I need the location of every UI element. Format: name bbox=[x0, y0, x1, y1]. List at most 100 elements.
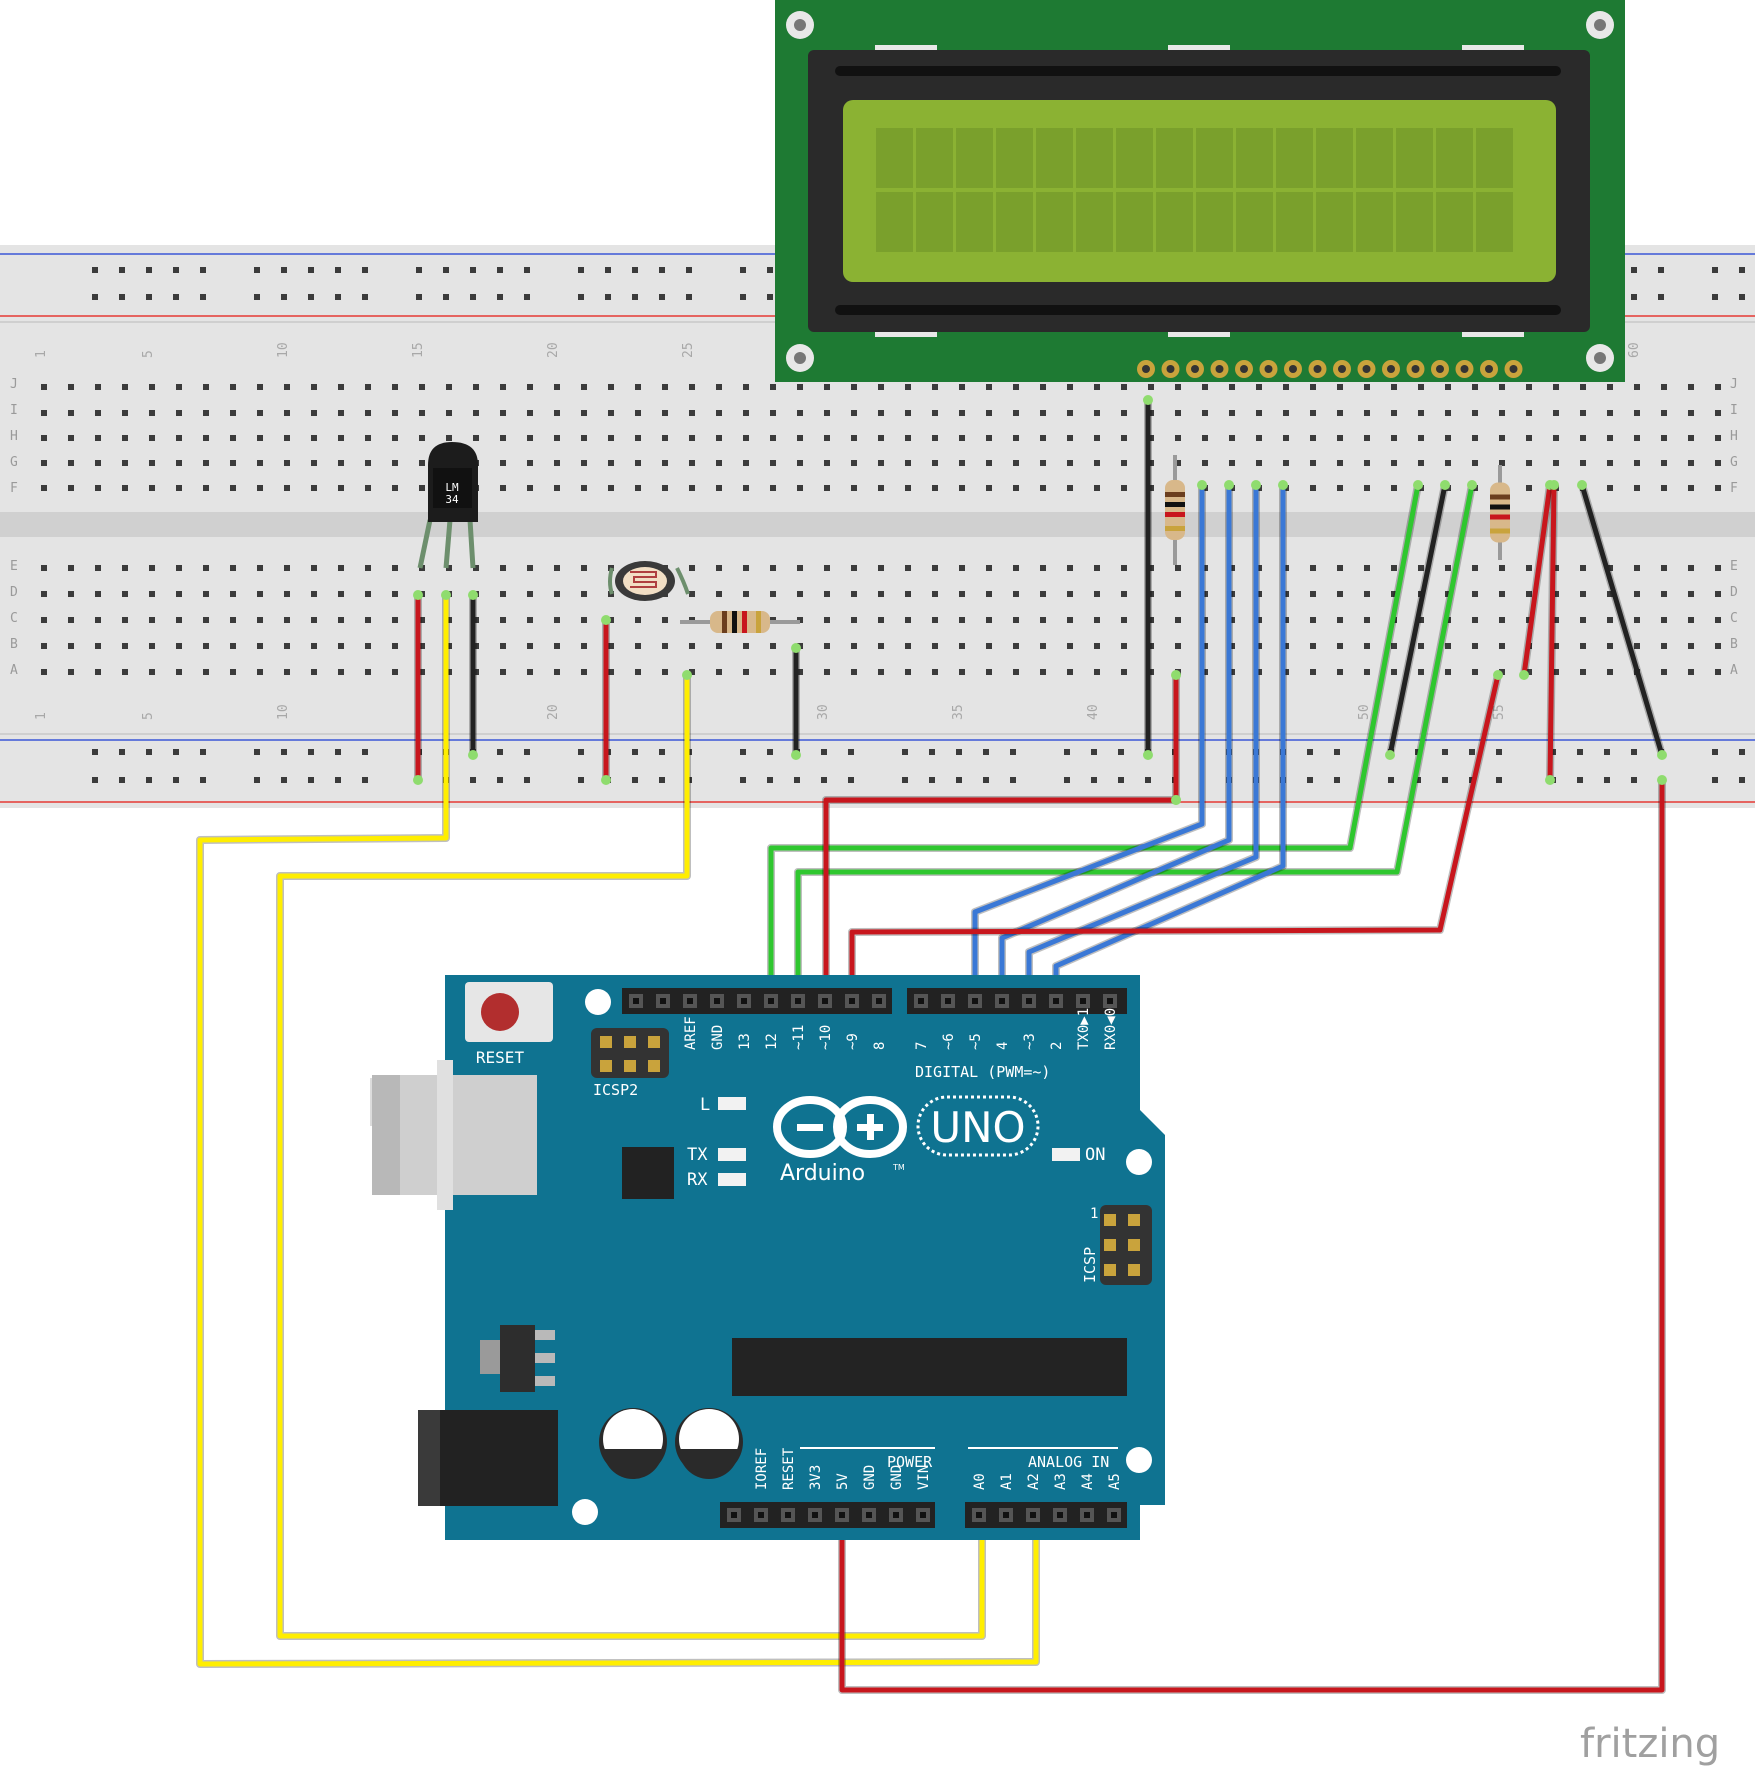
breadboard-hole bbox=[1445, 410, 1451, 416]
breadboard-hole bbox=[824, 669, 830, 675]
breadboard-hole bbox=[95, 643, 101, 649]
rail-hole bbox=[605, 294, 611, 300]
pin-label: IOREF bbox=[754, 1448, 770, 1490]
breadboard-hole bbox=[284, 384, 290, 390]
lcd-display-module bbox=[775, 0, 1625, 382]
breadboard-hole bbox=[1607, 384, 1613, 390]
breadboard-hole bbox=[1310, 460, 1316, 466]
breadboard-hole bbox=[446, 669, 452, 675]
analog-pin-hole bbox=[1111, 1512, 1117, 1518]
breadboard-hole bbox=[1175, 565, 1181, 571]
breadboard-hole bbox=[1472, 591, 1478, 597]
breadboard-hole bbox=[1364, 435, 1370, 441]
pin-label: RESET bbox=[781, 1447, 797, 1490]
breadboard-hole bbox=[851, 643, 857, 649]
analog-pin-hole bbox=[1084, 1512, 1090, 1518]
breadboard-hole bbox=[797, 565, 803, 571]
rail-hole bbox=[821, 777, 827, 783]
breadboard-hole bbox=[1607, 435, 1613, 441]
breadboard-hole bbox=[446, 565, 452, 571]
breadboard-hole bbox=[1607, 410, 1613, 416]
rail-hole bbox=[92, 749, 98, 755]
breadboard-hole bbox=[149, 591, 155, 597]
wire-end bbox=[1577, 480, 1587, 490]
pin-label: 8 bbox=[872, 1042, 888, 1050]
breadboard-hole bbox=[1445, 643, 1451, 649]
breadboard-hole bbox=[149, 565, 155, 571]
breadboard-hole bbox=[1472, 669, 1478, 675]
wire-end bbox=[601, 615, 611, 625]
breadboard-hole bbox=[1688, 669, 1694, 675]
rail-hole bbox=[902, 749, 908, 755]
icsp2-pin bbox=[624, 1060, 636, 1072]
lcd-pin-hole bbox=[1362, 365, 1371, 373]
breadboard-hole bbox=[1121, 435, 1127, 441]
breadboard-hole bbox=[824, 565, 830, 571]
row-letter: H bbox=[10, 429, 18, 444]
breadboard-hole bbox=[770, 591, 776, 597]
breadboard-hole bbox=[743, 384, 749, 390]
rail-hole bbox=[497, 267, 503, 273]
breadboard-hole bbox=[851, 565, 857, 571]
rail-hole bbox=[659, 267, 665, 273]
breadboard-hole bbox=[743, 669, 749, 675]
digital-header-label: DIGITAL (PWM=~) bbox=[915, 1063, 1050, 1081]
breadboard-hole bbox=[1202, 669, 1208, 675]
rail-hole bbox=[1334, 777, 1340, 783]
breadboard-hole bbox=[1040, 384, 1046, 390]
breadboard-hole bbox=[662, 669, 668, 675]
breadboard-hole bbox=[1337, 669, 1343, 675]
row-letter: F bbox=[10, 481, 18, 496]
breadboard-hole bbox=[959, 485, 965, 491]
breadboard-hole bbox=[905, 617, 911, 623]
reset-button[interactable] bbox=[481, 993, 519, 1031]
digital-pin-hole bbox=[768, 998, 774, 1004]
breadboard-hole bbox=[1337, 435, 1343, 441]
rail-hole bbox=[308, 267, 314, 273]
row-letter: A bbox=[10, 663, 18, 678]
breadboard-hole bbox=[1310, 384, 1316, 390]
breadboard-hole bbox=[1688, 591, 1694, 597]
breadboard-hole bbox=[1310, 643, 1316, 649]
breadboard-hole bbox=[1310, 565, 1316, 571]
breadboard-hole bbox=[878, 435, 884, 441]
lcd-character-cell bbox=[1476, 128, 1513, 188]
breadboard-hole bbox=[122, 410, 128, 416]
breadboard-hole bbox=[878, 384, 884, 390]
lcd-pin-hole bbox=[1509, 365, 1518, 373]
breadboard-hole bbox=[311, 435, 317, 441]
breadboard-hole bbox=[419, 384, 425, 390]
breadboard-hole bbox=[1229, 617, 1235, 623]
breadboard-hole bbox=[284, 435, 290, 441]
breadboard-hole bbox=[851, 617, 857, 623]
breadboard-hole bbox=[1202, 643, 1208, 649]
breadboard-hole bbox=[743, 643, 749, 649]
icsp2-pin bbox=[648, 1036, 660, 1048]
rail-hole bbox=[632, 749, 638, 755]
breadboard-hole bbox=[1013, 384, 1019, 390]
resistor-band bbox=[1165, 512, 1185, 517]
breadboard-hole bbox=[932, 565, 938, 571]
lcd-pin-hole bbox=[1436, 365, 1444, 373]
breadboard-hole bbox=[1607, 565, 1613, 571]
breadboard-hole bbox=[824, 591, 830, 597]
breadboard-hole bbox=[959, 643, 965, 649]
rail-hole bbox=[578, 294, 584, 300]
breadboard-hole bbox=[500, 384, 506, 390]
breadboard-hole bbox=[1688, 435, 1694, 441]
analog-pin-hole bbox=[1057, 1512, 1063, 1518]
breadboard-hole bbox=[959, 591, 965, 597]
breadboard-hole bbox=[68, 565, 74, 571]
breadboard-hole bbox=[1688, 485, 1694, 491]
breadboard-hole bbox=[1661, 460, 1667, 466]
breadboard-hole bbox=[1121, 410, 1127, 416]
wire-end bbox=[1440, 480, 1450, 490]
breadboard-hole bbox=[1013, 410, 1019, 416]
breadboard-hole bbox=[446, 435, 452, 441]
breadboard-hole bbox=[932, 669, 938, 675]
rail-hole bbox=[281, 294, 287, 300]
breadboard-hole bbox=[1526, 410, 1532, 416]
rail-hole bbox=[1712, 267, 1718, 273]
breadboard-hole bbox=[392, 384, 398, 390]
wire-end bbox=[1657, 750, 1667, 760]
